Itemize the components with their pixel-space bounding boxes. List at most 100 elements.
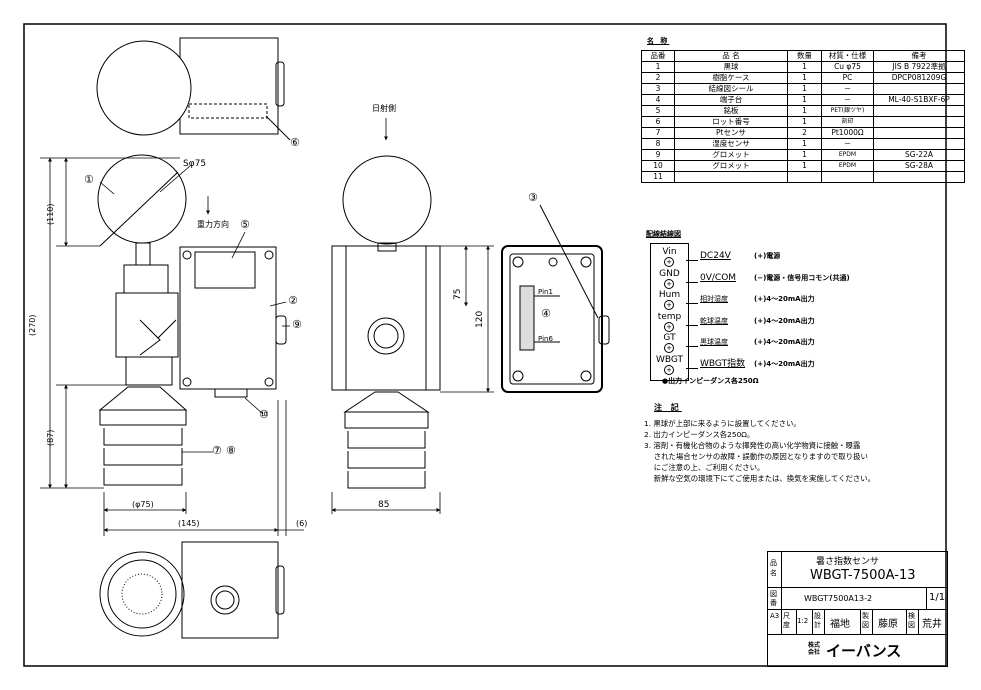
name-label: 品名 — [770, 559, 777, 577]
table-cell: 5 — [641, 105, 675, 117]
paper-size: A3 — [770, 612, 780, 620]
terminal-label: GT — [663, 333, 676, 343]
terminal-label: Vin — [662, 247, 677, 257]
signal-desc: (+)電源 — [754, 252, 781, 260]
drawing-number-label: 図番 — [770, 590, 777, 607]
terminal-screw-icon: + — [664, 257, 674, 267]
balloon-3: ③ — [528, 191, 538, 204]
table-cell: SG-28A — [873, 160, 965, 172]
col-header: 数量 — [787, 50, 822, 62]
table-cell: 1 — [787, 105, 822, 117]
table-row: 11 — [641, 171, 965, 183]
table-cell: 11 — [641, 171, 675, 183]
checker-name: 荒井 — [922, 619, 942, 630]
table-cell: JIS B 7922準拠 — [873, 61, 965, 73]
table-cell: PET(銀ツヤ) — [821, 105, 874, 117]
parts-header-row: 品番 品 名 数量 材質・仕様 備考 — [641, 50, 965, 62]
company-name: イーバンス — [826, 642, 902, 660]
signal-row: 0V/COM(−)電源・信号用コモン(共通) — [700, 273, 850, 283]
balloon-5: ⑤ — [240, 218, 250, 231]
balloon-4: ④ — [541, 307, 551, 320]
terminal-screw-icon: + — [664, 364, 674, 375]
signal-desc: (+)4～20mA出力 — [754, 359, 815, 368]
table-cell: PC — [821, 72, 874, 84]
balloon-7: ⑦ — [212, 444, 222, 457]
dim-120: 120 — [475, 310, 485, 328]
table-cell: 端子台 — [674, 94, 788, 106]
table-cell: 結線図シール — [674, 83, 788, 95]
table-cell: ML-40-S1BXF-6P — [873, 94, 965, 106]
product-name: 暑さ指数センサ — [816, 557, 880, 567]
table-cell — [873, 171, 965, 183]
wire-line — [686, 324, 698, 326]
terminal-block: Vin+GND+Hum+temp+GT+WBGT+ — [650, 243, 689, 381]
signal-desc: (+)4～20mA出力 — [754, 338, 815, 346]
front-view — [97, 154, 287, 486]
table-cell: SG-22A — [873, 149, 965, 161]
table-cell: EPDM — [821, 160, 874, 172]
signal-name: WBGT指数 — [700, 358, 746, 369]
balloon-10: ⑩ — [259, 408, 269, 421]
signal-name: 黒球温度 — [700, 338, 728, 346]
table-cell — [873, 138, 965, 150]
internal-view — [501, 204, 610, 393]
table-cell: 1 — [787, 72, 822, 84]
table-cell: 黒球 — [674, 61, 788, 73]
table-cell: 10 — [641, 160, 675, 172]
table-cell: Ptセンサ — [674, 127, 788, 139]
side-view — [331, 155, 441, 489]
table-cell: 刻印 — [821, 116, 874, 128]
balloon-8: ⑧ — [226, 444, 236, 457]
designer-name: 福地 — [830, 619, 850, 630]
table-cell — [787, 171, 822, 183]
notes-caption: 注 記 — [654, 403, 682, 412]
dim-87: (87) — [46, 429, 55, 446]
signal-name: 相対湿度 — [700, 295, 728, 303]
note-line: された場合センサの故障・誤動作の原因となりますので取り扱い — [644, 452, 868, 461]
signal-desc: (+)4～20mA出力 — [754, 316, 815, 325]
wire-line — [686, 367, 698, 369]
col-header: 品番 — [641, 50, 675, 62]
table-cell: 1 — [787, 116, 822, 128]
terminal-label: temp — [657, 311, 682, 322]
signal-row: 相対湿度 (+)4～20mA出力 — [700, 295, 815, 304]
col-header: 材質・仕様 — [821, 50, 874, 62]
table-cell: 7 — [641, 127, 675, 139]
balloon-1: ① — [84, 173, 94, 186]
pin1-label: Pin1 — [538, 288, 553, 296]
terminal-label: WBGT — [655, 354, 684, 365]
sphere-diameter-label: Sφ75 — [183, 159, 207, 169]
terminal-screw-icon: + — [664, 343, 674, 353]
table-cell: DPCP081209G — [873, 72, 965, 84]
signal-name: DC24V — [700, 251, 731, 261]
table-cell: ロット番号 — [674, 116, 788, 128]
col-header: 品 名 — [674, 50, 788, 62]
sheet-number: 1/1 — [929, 592, 946, 603]
signal-name: 乾球温度 — [700, 316, 728, 325]
dim-110: (110) — [46, 203, 55, 225]
wiring-caption: 配線結線図 — [646, 230, 681, 238]
signal-row: WBGT指数 (+)4～20mA出力 — [700, 358, 815, 369]
bottom-view — [99, 541, 285, 639]
signal-desc: (+)4～20mA出力 — [754, 295, 815, 303]
top-view — [96, 37, 291, 141]
signal-row: DC24V (+)電源 — [700, 252, 780, 261]
signal-desc: (−)電源・信号用コモン(共通) — [754, 273, 850, 282]
signal-row: 乾球温度 (+)4～20mA出力 — [700, 317, 815, 326]
dim-75-dia: (φ75) — [132, 500, 154, 509]
table-cell: 8 — [641, 138, 675, 150]
table-cell — [821, 171, 874, 183]
table-cell — [674, 171, 788, 183]
table-cell: 1 — [787, 138, 822, 150]
sun-side-label: 日射側 — [372, 104, 396, 113]
table-cell — [873, 83, 965, 95]
terminal-screw-icon: + — [664, 278, 674, 289]
table-cell: 3 — [641, 83, 675, 95]
dim-270: (270) — [28, 314, 37, 336]
